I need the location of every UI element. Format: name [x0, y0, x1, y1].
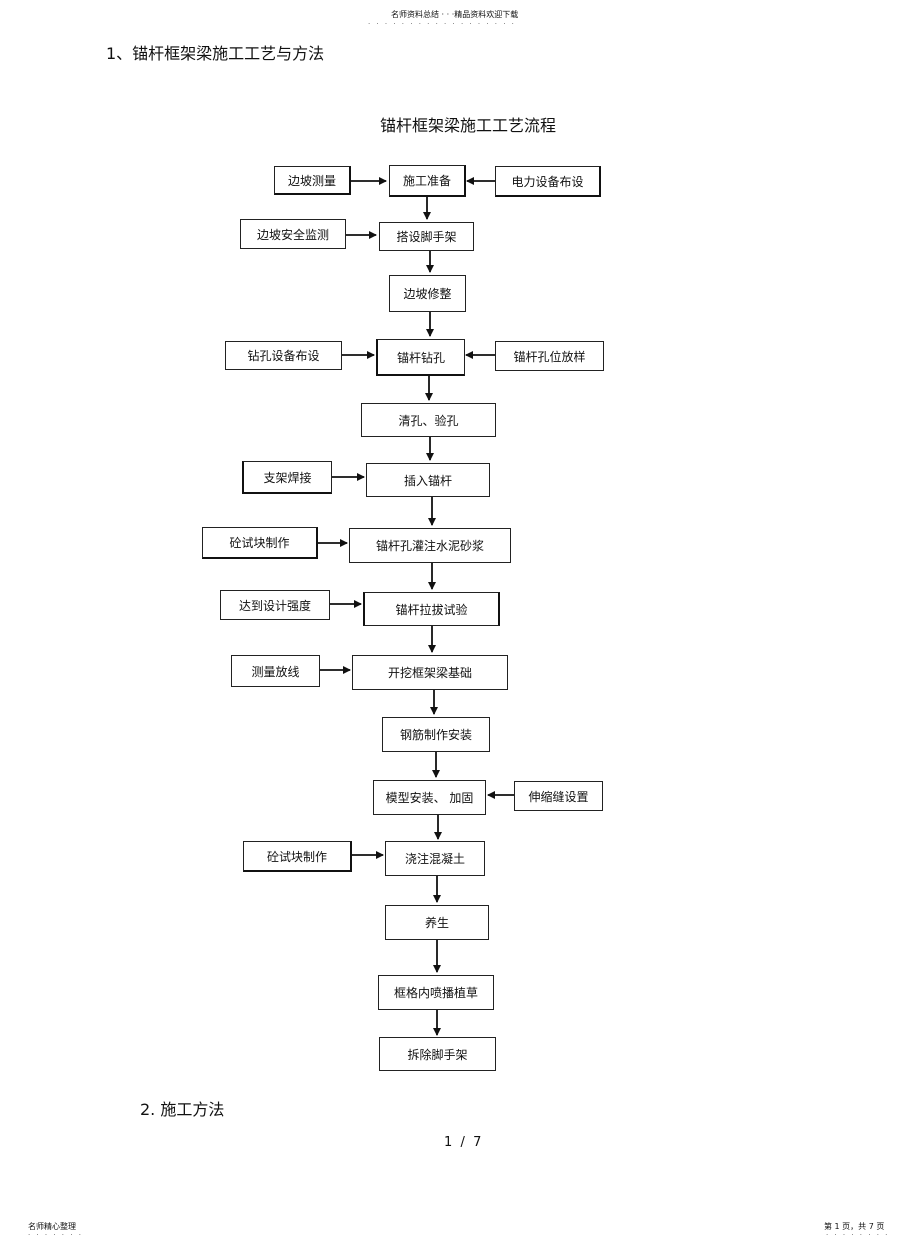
section-1-heading: 1、锚杆框架梁施工工艺与方法 [106, 44, 325, 63]
flowchart-title: 锚杆框架梁施工工艺流程 [380, 116, 557, 135]
step-insert-anchor: 插入锚杆 [366, 463, 490, 497]
step-grass-spraying: 框格内喷播植草 [378, 975, 494, 1010]
header-text: 名师资料总结 · · ·精品资料欢迎下载 [391, 10, 519, 19]
input-anchor-positioning: 锚杆孔位放样 [495, 341, 604, 371]
footer-left-text: 名师精心整理 [28, 1222, 76, 1231]
step-rebar-install: 钢筋制作安装 [382, 717, 490, 752]
input-slope-monitoring: 边坡安全监测 [240, 219, 346, 249]
page-number: 1 / 7 [444, 1135, 482, 1150]
footer-right-text: 第 1 页，共 7 页 [824, 1222, 885, 1231]
input-bracket-welding: 支架焊接 [242, 461, 332, 494]
step-curing: 养生 [385, 905, 489, 940]
step-scaffold-setup: 搭设脚手架 [379, 222, 474, 251]
footer-right-dots: · · · · · · · · [826, 1231, 890, 1239]
footer-left-dots: · · · · · · · [28, 1231, 83, 1239]
step-hole-cleaning: 清孔、验孔 [361, 403, 496, 437]
step-construction-prep: 施工准备 [389, 165, 466, 197]
step-slope-trimming: 边坡修整 [389, 275, 466, 312]
input-power-equipment: 电力设备布设 [495, 166, 601, 197]
input-survey-layout: 测量放线 [231, 655, 320, 687]
section-2-heading: 2. 施工方法 [140, 1100, 225, 1119]
input-test-block-1: 砼试块制作 [202, 527, 318, 559]
step-pour-concrete: 浇注混凝土 [385, 841, 485, 876]
input-test-block-2: 砼试块制作 [243, 841, 352, 872]
step-grouting: 锚杆孔灌注水泥砂浆 [349, 528, 511, 563]
input-design-strength: 达到设计强度 [220, 590, 330, 620]
step-anchor-drilling: 锚杆钻孔 [376, 339, 465, 376]
step-formwork: 模型安装、 加固 [373, 780, 486, 815]
step-pullout-test: 锚杆拉拔试验 [363, 592, 500, 626]
input-drill-equipment: 钻孔设备布设 [225, 341, 342, 370]
input-expansion-joint: 伸缩缝设置 [514, 781, 603, 811]
input-slope-survey: 边坡测量 [274, 166, 351, 195]
header-dots: · · · · · · · · · · · · · · · · · · [368, 20, 516, 28]
step-remove-scaffold: 拆除脚手架 [379, 1037, 496, 1071]
step-excavate-foundation: 开挖框架梁基础 [352, 655, 508, 690]
